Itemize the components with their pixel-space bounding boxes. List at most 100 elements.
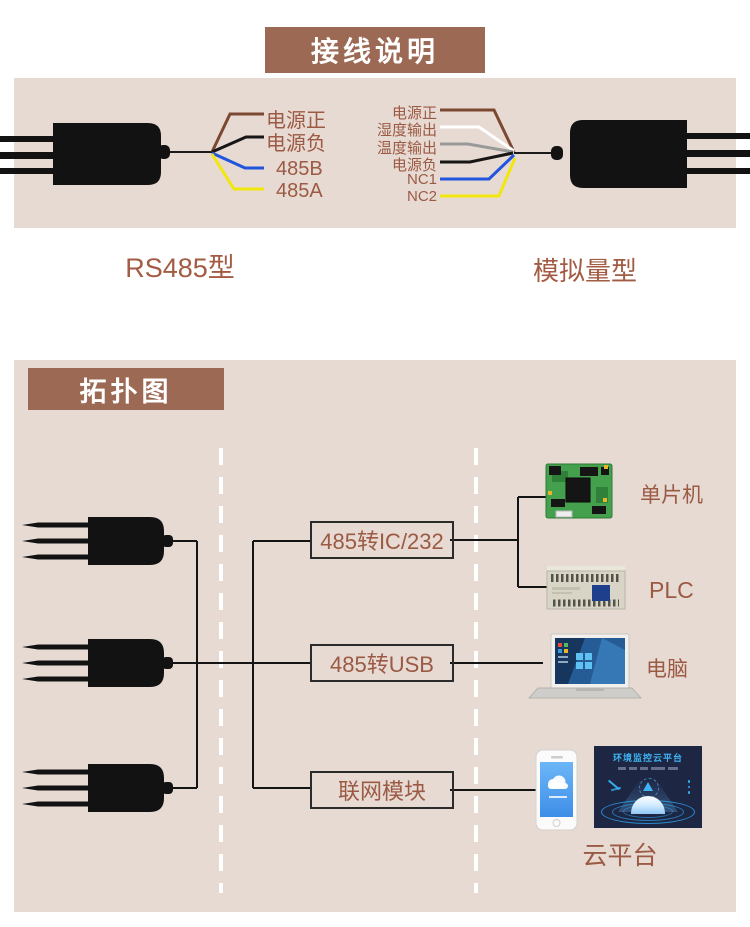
phone-home-button <box>552 819 561 827</box>
windows-logo <box>576 653 583 660</box>
wire-power-positive <box>210 112 264 153</box>
wire-label-485a: 485A <box>276 180 323 202</box>
wire-power-positive <box>440 108 516 153</box>
plc-image <box>546 566 626 610</box>
rs485-type-caption: RS485型 <box>125 253 235 283</box>
wire-label-power-positive: 电源正 <box>266 110 326 132</box>
pcb-pad <box>603 498 607 502</box>
plc-display <box>592 585 610 601</box>
cloud-screen-subtitle-placeholder <box>594 767 702 770</box>
wire-485b <box>211 151 264 170</box>
start-tile <box>558 649 562 653</box>
sensor-prong <box>22 538 98 544</box>
wire-485a <box>210 153 264 191</box>
cloud-logo <box>548 783 568 789</box>
screen-beam <box>590 638 625 684</box>
sensor-prong <box>22 769 98 775</box>
cloud-platform-screen-image: 环境监控云平台 <box>594 746 702 828</box>
wire-label-power-negative: 电源负 <box>266 133 326 155</box>
sensor-prong <box>0 152 62 159</box>
windows-logo <box>576 662 583 669</box>
converter-label: 联网模块 <box>337 779 426 804</box>
laptop-image <box>527 633 643 699</box>
converter-label: 485转USB <box>330 652 434 677</box>
mcu-board-image <box>545 463 613 519</box>
sensor-device-3 <box>22 764 173 812</box>
sensor-prong <box>22 522 98 528</box>
pcb-pad <box>604 465 608 469</box>
wire-nc1 <box>440 153 516 181</box>
glow-dome <box>631 796 665 814</box>
converter-box-485-ic232: 485转IC/232 <box>310 521 454 559</box>
topology-section-title: 拓扑图 <box>79 376 173 407</box>
sensor-prong <box>0 168 62 174</box>
plc-label-strip <box>552 592 572 594</box>
wire-label-nc1: NC1 <box>406 171 437 188</box>
rs485-device <box>0 123 212 185</box>
endpoint-label-cloud-platform: 云平台 <box>582 842 658 870</box>
wire-power-negative <box>211 135 264 154</box>
cable-nub <box>158 145 170 159</box>
converter-label: 485转IC/232 <box>320 529 444 554</box>
windows-logo <box>585 653 592 660</box>
cloud-screen-title: 环境监控云平台 <box>612 753 683 763</box>
windows-logo <box>585 662 592 669</box>
laptop-trackpad <box>576 688 604 691</box>
sensor-prong <box>22 801 98 807</box>
wire-humidity-out <box>440 125 515 153</box>
pcb-connector <box>555 510 573 518</box>
cable-nub <box>162 782 173 794</box>
sensor-prong <box>22 554 98 560</box>
start-tile <box>558 643 562 647</box>
cable-nub <box>162 657 173 669</box>
sensor-body <box>88 764 164 812</box>
wire-power-negative <box>440 151 514 164</box>
sensor-prong <box>22 660 98 666</box>
sensor-device-2 <box>22 639 173 687</box>
sensor-prong <box>683 150 750 157</box>
pcb-chip <box>551 499 565 507</box>
plc-label-strip <box>552 587 580 590</box>
pcb-chip <box>549 466 561 475</box>
sensor-prong <box>683 133 750 139</box>
pcb-chip <box>565 477 591 503</box>
topology-connections <box>173 496 549 791</box>
sensor-prong <box>22 785 98 791</box>
wire-label-humidity-out: 湿度输出 <box>376 122 437 139</box>
data-dots <box>687 780 690 794</box>
wire-temperature-out <box>440 142 514 154</box>
hologram-triangle <box>643 782 653 791</box>
start-menu-line <box>558 656 568 658</box>
converter-box-485-usb: 485转USB <box>310 644 454 682</box>
wire-label-power-negative: 电源负 <box>391 157 437 174</box>
endpoint-label-computer: 电脑 <box>646 658 688 681</box>
analog-type-caption: 模拟量型 <box>532 256 637 286</box>
sensor-prong <box>683 168 750 174</box>
wiring-section-banner: 接线说明 <box>265 27 485 73</box>
converter-box-network-module: 联网模块 <box>310 771 454 809</box>
phone-app-title <box>549 796 567 798</box>
cable-nub <box>162 535 173 547</box>
sensor-body <box>570 120 687 188</box>
sensor-body <box>53 123 161 185</box>
wire-label-nc2: NC2 <box>406 188 437 205</box>
analog-wire-fan <box>440 108 517 198</box>
sensor-device-1 <box>22 517 173 565</box>
pcb-chip <box>592 506 606 514</box>
topology-section-banner: 拓扑图 <box>28 368 224 410</box>
start-tile <box>564 649 568 653</box>
pcb-chip <box>601 467 609 475</box>
wire-label-power-positive: 电源正 <box>391 105 437 122</box>
sensor-body <box>88 517 164 565</box>
sensor-prong <box>0 136 62 142</box>
rs485-wire-fan <box>210 112 264 191</box>
phone-speaker <box>551 756 563 759</box>
cable-nub <box>551 146 563 160</box>
analog-device <box>514 120 750 188</box>
pcb-chip <box>580 467 598 476</box>
sensor-body <box>88 639 164 687</box>
pcb-pad <box>548 491 552 495</box>
endpoint-label-plc: PLC <box>649 577 694 603</box>
